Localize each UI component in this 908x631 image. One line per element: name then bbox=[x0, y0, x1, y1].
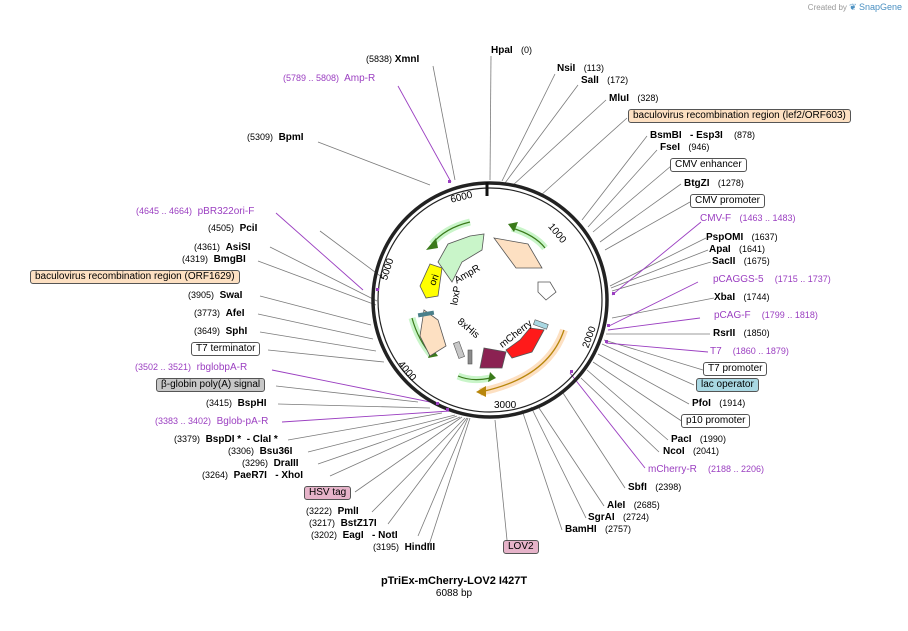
label-hindiii: (3195) HindIII bbox=[373, 542, 436, 553]
primer-markers bbox=[376, 180, 615, 411]
feature-cmv-promoter: CMV promoter bbox=[690, 194, 766, 208]
feature-bac-lef2: baculovirus recombination region (lef2/O… bbox=[628, 109, 851, 123]
plasmid-name: pTriEx-mCherry-LOV2 I427T bbox=[380, 575, 528, 587]
label-bsmbi: BsmBI - Esp3I (878) bbox=[650, 130, 755, 141]
label-pfoi: PfoI (1914) bbox=[692, 398, 746, 409]
label-btgzi: BtgZI (1278) bbox=[684, 178, 744, 189]
feature-bac-orf1629: baculovirus recombination region (ORF162… bbox=[30, 270, 240, 284]
label-pspomi: PspOMI (1637) bbox=[706, 232, 778, 243]
backbone-outer bbox=[371, 181, 609, 419]
label-xmni: (5838) XmnI bbox=[366, 54, 420, 65]
label-asisi: (4361) AsiSI bbox=[194, 242, 251, 253]
label-hpai: HpaI (0) bbox=[491, 45, 533, 56]
label-bsphi: (3415) BspHI bbox=[206, 398, 267, 409]
feature-p10-promoter: p10 promoter bbox=[681, 414, 751, 428]
created-by-text: Created by bbox=[807, 3, 847, 12]
watermark: Created by ❦ SnapGene bbox=[808, 2, 902, 13]
label-bsu36i: (3306) Bsu36I bbox=[228, 446, 293, 457]
label-bamhi: BamHI (2757) bbox=[565, 524, 632, 535]
snapgene-logo-icon: ❦ bbox=[849, 2, 857, 12]
label-mcherry-r: mCherry-R (2188 .. 2206) bbox=[648, 464, 765, 475]
label-paci: PacI (1990) bbox=[671, 434, 726, 445]
label-bmgbi: (4319) BmgBI bbox=[182, 254, 246, 265]
label-pcaggs5: pCAGGS-5 (1715 .. 1737) bbox=[713, 274, 831, 285]
primer-leaders bbox=[271, 85, 709, 469]
label-sbfi: SbfI (2398) bbox=[628, 482, 682, 493]
label-bglob-pa-r: (3383 .. 3402) Bglob-pA-R bbox=[155, 416, 269, 427]
label-sacii: SacII (1675) bbox=[712, 256, 770, 267]
label-draiii: (3296) DraIII bbox=[242, 458, 299, 469]
label-cmv-f: CMV-F (1463 .. 1483) bbox=[700, 213, 796, 224]
label-ori: ori bbox=[428, 273, 442, 287]
feature-lac-operator: lac operator bbox=[696, 378, 759, 392]
tick-6000: 6000 bbox=[449, 190, 474, 206]
leader-lines bbox=[257, 55, 715, 549]
label-bstz17i: (3217) BstZ17I bbox=[309, 518, 377, 529]
brand-text: SnapGene bbox=[858, 2, 902, 12]
tick-3000: 3000 bbox=[494, 400, 517, 411]
label-amp-r: (5789 .. 5808) Amp-R bbox=[283, 73, 376, 84]
label-xbai: XbaI (1744) bbox=[714, 292, 770, 303]
feature-t7-terminator: T7 terminator bbox=[191, 342, 261, 356]
plasmid-length: 6088 bp bbox=[435, 588, 473, 599]
feature-t7-promoter: T7 promoter bbox=[703, 362, 768, 376]
label-nsii: NsiI (113) bbox=[557, 63, 605, 74]
label-paer7i: (3264) PaeR7I - XhoI bbox=[202, 470, 304, 481]
label-alei: AleI (2685) bbox=[607, 500, 660, 511]
label-eagi: (3202) EagI - NotI bbox=[311, 530, 398, 541]
feature-lov2: LOV2 bbox=[503, 540, 539, 554]
label-pbr322: (4645 .. 4664) pBR322ori-F bbox=[136, 206, 255, 217]
tick-1000: 1000 bbox=[545, 222, 568, 246]
label-his: 8xHis bbox=[455, 316, 481, 341]
backbone-inner bbox=[377, 187, 603, 413]
label-apai: ApaI (1641) bbox=[709, 244, 766, 255]
feature-cmv-enhancer: CMV enhancer bbox=[670, 158, 747, 172]
label-t7: T7 (1860 .. 1879) bbox=[710, 346, 789, 357]
label-afei: (3773) AfeI bbox=[194, 308, 245, 319]
label-loxp: loxP bbox=[449, 285, 463, 306]
label-bspdi: (3379) BspDI * - ClaI * bbox=[174, 434, 278, 445]
label-pcii: (4505) PciI bbox=[208, 223, 258, 234]
label-ncoi: NcoI (2041) bbox=[663, 446, 720, 457]
label-rsrii: RsrII (1850) bbox=[713, 328, 770, 339]
label-swai: (3905) SwaI bbox=[188, 290, 243, 301]
label-fsei: FseI (946) bbox=[660, 142, 710, 153]
label-sgrai: SgrAI (2724) bbox=[588, 512, 650, 523]
label-sphi: (3649) SphI bbox=[194, 326, 248, 337]
feature-hsv-tag: HSV tag bbox=[304, 486, 352, 500]
label-rbglobpa: (3502 .. 3521) rbglobpA-R bbox=[135, 362, 248, 373]
label-bpmi: (5309) BpmI bbox=[247, 132, 304, 143]
feature-arcs bbox=[408, 218, 568, 397]
label-mlui: MluI (328) bbox=[609, 93, 659, 104]
feature-beta-globin: β-globin poly(A) signal bbox=[156, 378, 266, 392]
label-pcag-f: pCAG-F (1799 .. 1818) bbox=[714, 310, 818, 321]
label-pmli: (3222) PmlI bbox=[306, 506, 359, 517]
label-sali: SalI (172) bbox=[581, 75, 629, 86]
